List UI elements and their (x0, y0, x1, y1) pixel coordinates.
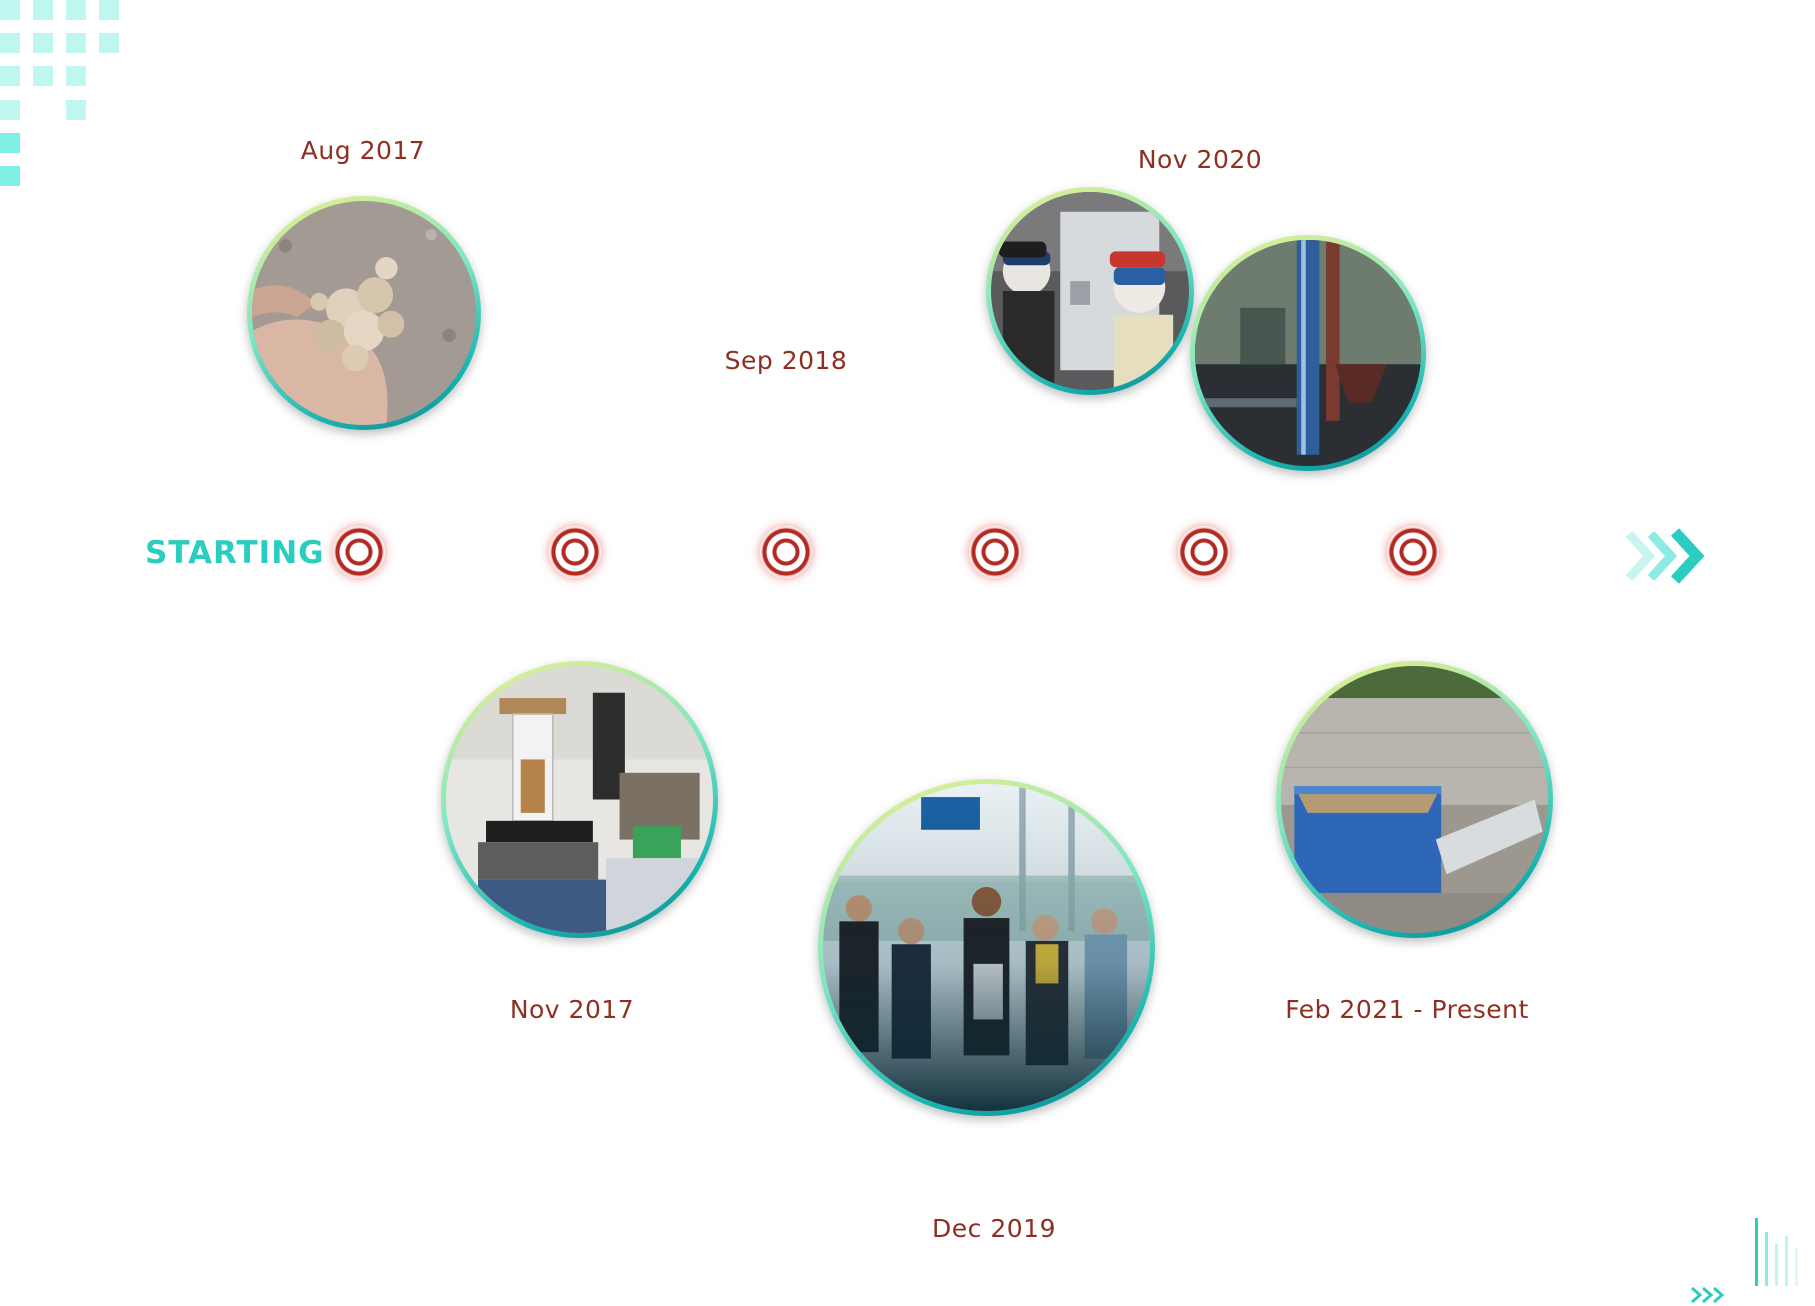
group-photo (818, 779, 1155, 1116)
date-label-feb-2021-present: Feb 2021 - Present (1285, 995, 1529, 1024)
deco-square (33, 0, 53, 20)
date-label-dec-2019: Dec 2019 (932, 1214, 1056, 1243)
deco-square (66, 100, 86, 120)
vertical-bars-icon (1753, 1218, 1803, 1288)
composting-bin-photo (1276, 661, 1553, 938)
deco-square (33, 33, 53, 53)
deco-square (0, 133, 20, 153)
deco-square (0, 33, 20, 53)
deco-square (0, 0, 20, 20)
deco-square (0, 166, 20, 186)
milestone-marker[interactable] (1387, 526, 1439, 578)
deco-square (99, 33, 119, 53)
milestone-marker[interactable] (333, 526, 385, 578)
double-chevron-right-icon (1688, 1284, 1728, 1306)
deco-square (66, 66, 86, 86)
factory-visit-photo-1 (986, 187, 1194, 395)
deco-square (0, 66, 20, 86)
factory-visit-photo-2 (1190, 235, 1426, 471)
milestone-marker[interactable] (549, 526, 601, 578)
milestone-marker[interactable] (760, 526, 812, 578)
date-label-nov-2020: Nov 2020 (1137, 145, 1263, 174)
starting-label: STARTING (145, 535, 325, 571)
lab-equipment-photo (441, 661, 718, 938)
milestone-marker[interactable] (969, 526, 1021, 578)
date-label-aug-2017: Aug 2017 (300, 136, 426, 165)
deco-square (66, 33, 86, 53)
deco-square (0, 100, 20, 120)
milestone-marker[interactable] (1178, 526, 1230, 578)
hand-holding-pellets-photo (247, 196, 481, 430)
date-label-nov-2017: Nov 2017 (509, 995, 635, 1024)
date-label-sep-2018: Sep 2018 (724, 346, 848, 375)
deco-square (66, 0, 86, 20)
deco-square (99, 0, 119, 20)
deco-square (33, 66, 53, 86)
triple-chevron-right-icon (1625, 528, 1715, 584)
